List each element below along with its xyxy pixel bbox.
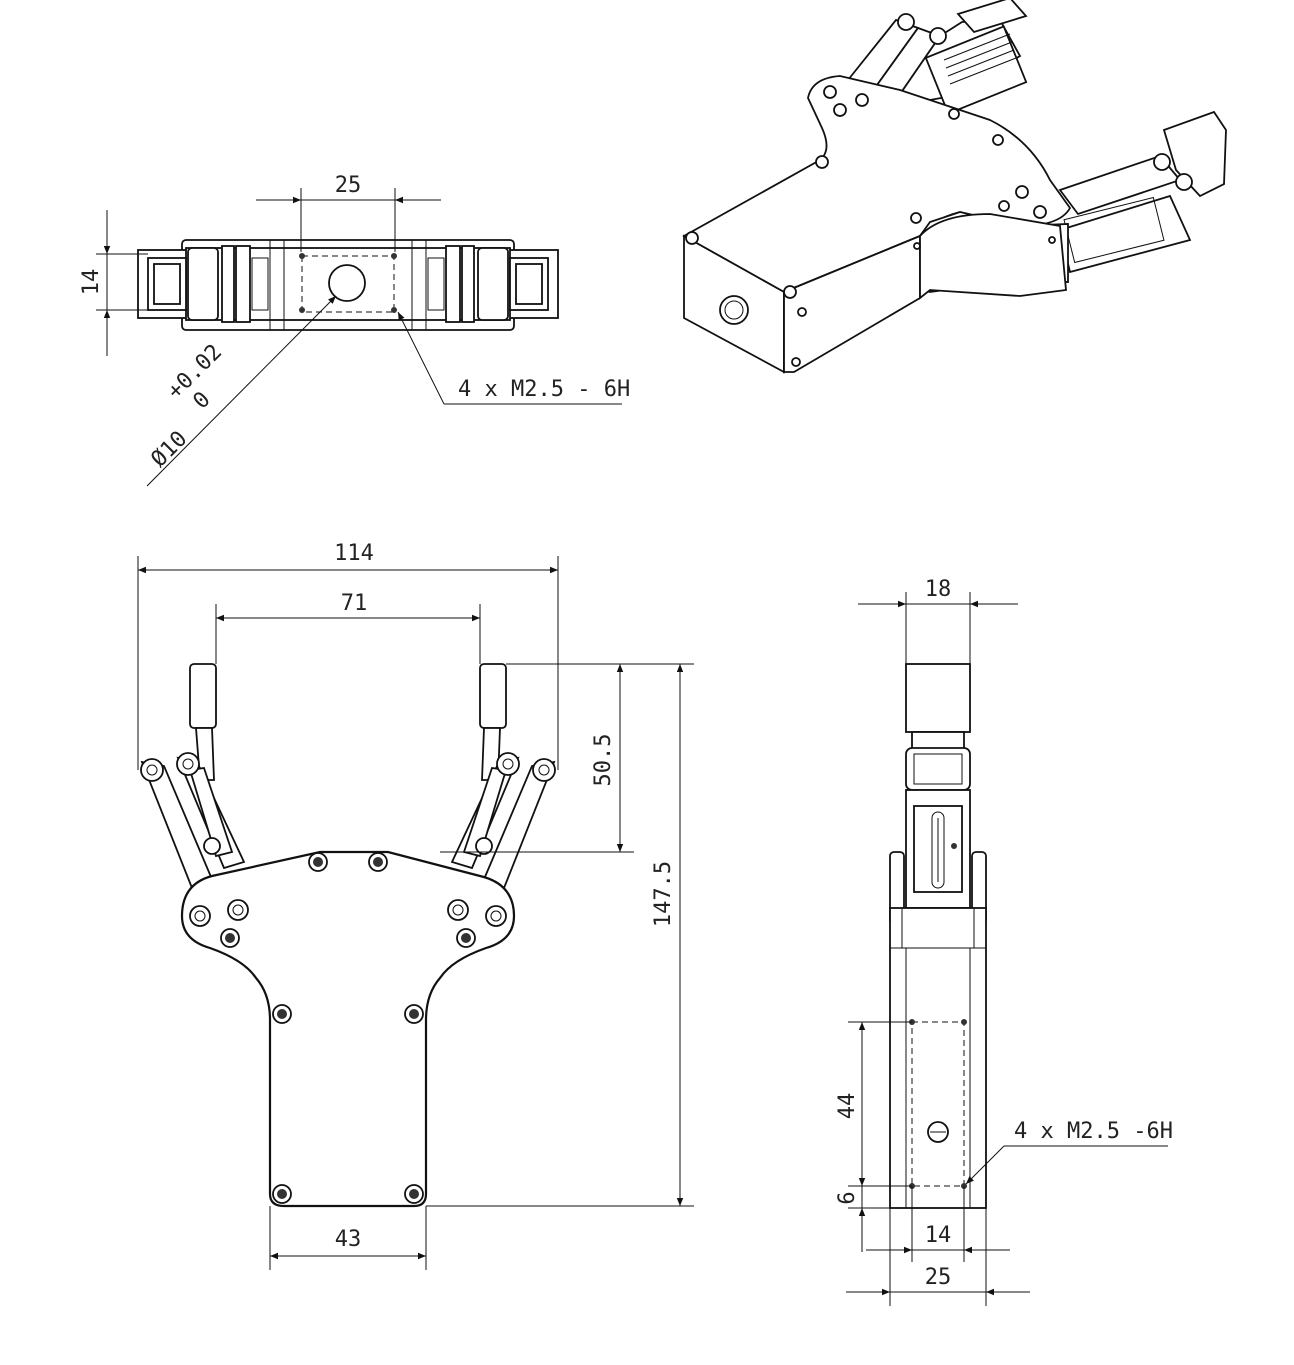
dim-hole-offset: 6 (835, 1191, 860, 1204)
bore-tol-lower: 0 (189, 387, 216, 414)
dim-finger-width: 18 (925, 577, 952, 602)
dim-thickness: 14 (79, 269, 104, 296)
side-view: 18 44 6 14 25 4 x M2.5 -6H (835, 577, 1173, 1306)
dim-hole-horizontal: 14 (925, 1223, 952, 1248)
bore-diameter: Ø10 (147, 426, 193, 472)
dim-hole-spacing: 25 (335, 173, 362, 198)
top-view: 25 14 Ø10 +0.02 0 4 x M2.5 - 6H (79, 173, 630, 487)
thread-callout-top: 4 x M2.5 - 6H (458, 377, 630, 402)
dim-overall-width: 114 (334, 541, 374, 566)
dim-finger-length: 50.5 (591, 734, 616, 787)
dim-jaw-opening: 71 (341, 591, 368, 616)
dim-base-width: 43 (335, 1227, 362, 1252)
isometric-view (682, 0, 1227, 374)
dim-overall-height: 147.5 (651, 861, 676, 927)
thread-callout-side: 4 x M2.5 -6H (1014, 1119, 1173, 1144)
dim-hole-vertical: 44 (835, 1093, 860, 1120)
dim-body-width: 25 (925, 1265, 952, 1290)
front-view: 114 71 50.5 147.5 43 (137, 541, 694, 1270)
